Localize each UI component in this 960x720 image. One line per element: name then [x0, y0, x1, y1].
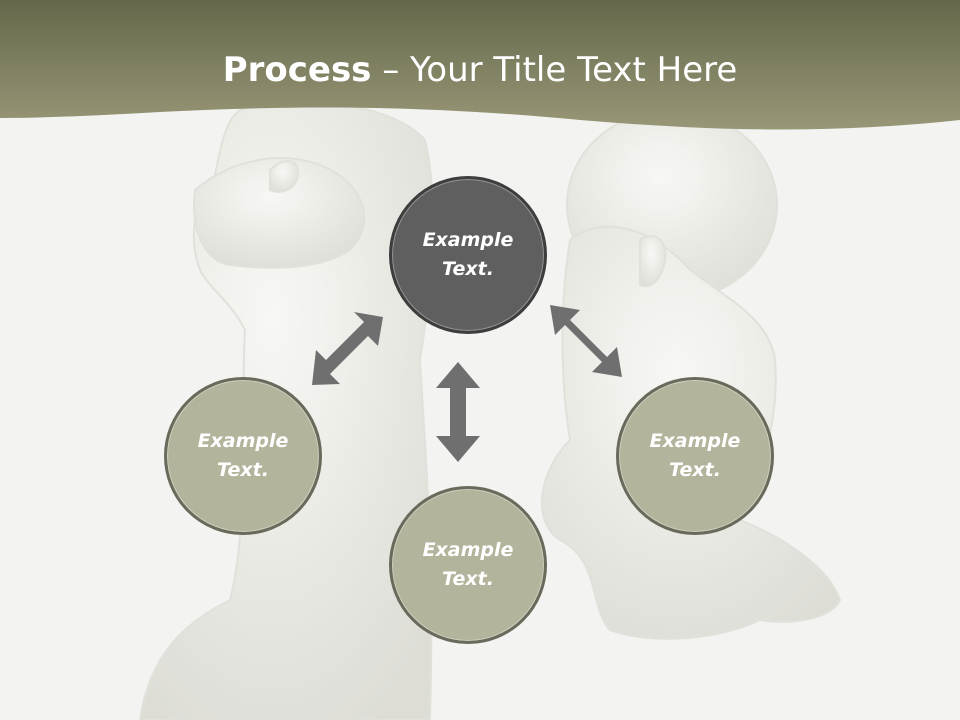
process-node-bottom-label: Example Text.: [422, 539, 514, 590]
header-band: [0, 0, 960, 130]
process-node-top-label: Example Text.: [422, 229, 514, 280]
title-text: – Your Title Text Here: [371, 50, 738, 90]
process-node-right: Example Text.: [616, 377, 774, 535]
process-node-top: Example Text.: [389, 176, 547, 334]
process-node-bottom: Example Text.: [389, 486, 547, 644]
double-arrow-right-icon: [550, 305, 622, 377]
double-arrow-left-icon: [312, 312, 383, 385]
process-node-left-label: Example Text.: [197, 430, 289, 481]
title-keyword: Process: [222, 50, 372, 90]
process-node-left: Example Text.: [164, 377, 322, 535]
slide-title: Process – Your Title Text Here: [0, 50, 960, 90]
process-node-right-label: Example Text.: [649, 430, 741, 481]
double-arrow-vertical-icon: [436, 362, 480, 462]
